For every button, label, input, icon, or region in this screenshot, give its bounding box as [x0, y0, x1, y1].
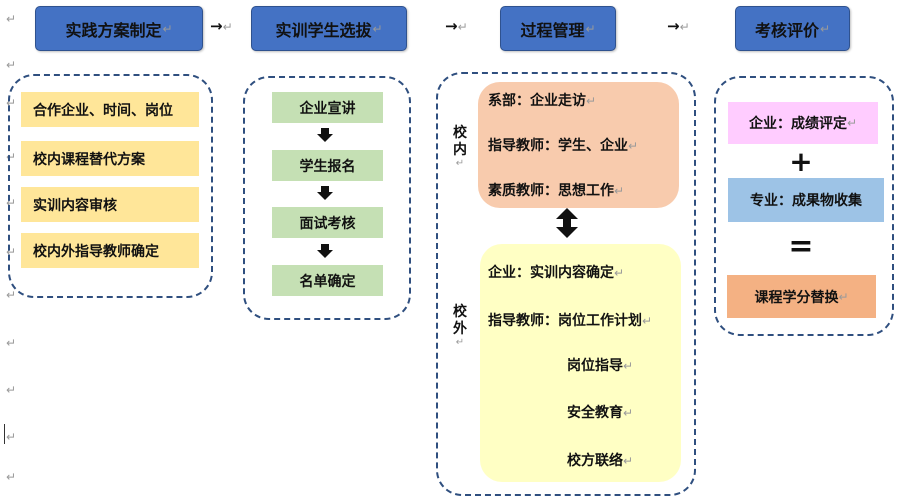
- bidirectional-arrow-icon: [556, 208, 578, 238]
- inside-item: 系部：企业走访↵: [488, 93, 597, 109]
- inside-item: 指导教师：学生、企业↵: [488, 138, 639, 154]
- selection-step: 学生报名: [272, 150, 383, 181]
- plan-item: 校内外指导教师确定: [21, 233, 199, 268]
- inside-panel: [478, 82, 679, 208]
- outside-item: 企业：实训内容确定↵: [488, 265, 625, 281]
- plan-item: 实训内容审核: [21, 187, 199, 222]
- return-mark: ↵: [6, 470, 17, 484]
- eval-major-collection: 专业：成果物收集: [728, 178, 884, 222]
- return-mark: ↵: [6, 12, 17, 26]
- return-mark: ↵: [6, 150, 17, 164]
- selection-group: [243, 76, 411, 320]
- stage-plan-header: 实践方案制定↵: [35, 6, 203, 51]
- return-mark: ↵: [6, 383, 17, 397]
- inside-label: 校内 ↵: [453, 125, 467, 169]
- return-mark: ↵: [6, 96, 17, 110]
- selection-step: 企业宣讲: [272, 92, 383, 123]
- plan-item: 合作企业、时间、岗位: [21, 92, 199, 127]
- outside-item: 安全教育↵: [567, 405, 634, 421]
- inside-item: 素质教师：思想工作↵: [488, 183, 625, 199]
- plan-group: [8, 74, 213, 298]
- flow-arrow: →↵: [667, 17, 690, 35]
- plan-item: 校内课程替代方案: [21, 141, 199, 176]
- stage-label: 实训学生选拔: [275, 20, 372, 40]
- outside-item: 校方联络↵: [567, 453, 634, 469]
- return-mark: ↵: [6, 196, 17, 210]
- return-mark: ↵: [6, 430, 17, 444]
- selection-step: 面试考核: [272, 207, 383, 238]
- stage-label: 实践方案制定: [65, 20, 162, 40]
- stage-label: 过程管理: [520, 20, 585, 40]
- outside-panel: [480, 244, 681, 482]
- flow-arrow: →↵: [445, 17, 468, 35]
- outside-label: 校外 ↵: [453, 304, 467, 348]
- text-cursor: [4, 424, 5, 444]
- stage-selection-header: 实训学生选拔↵: [251, 6, 407, 51]
- return-mark: ↵: [6, 288, 17, 302]
- evaluation-group: [714, 76, 894, 336]
- process-group: [436, 72, 696, 496]
- outside-item: 岗位指导↵: [567, 358, 634, 374]
- stage-evaluation-header: 考核评价↵: [735, 6, 850, 51]
- flow-arrow: →↵: [210, 17, 233, 35]
- outside-item: 指导教师：岗位工作计划↵: [488, 313, 653, 329]
- plus-icon: +: [789, 145, 813, 178]
- return-mark: ↵: [6, 336, 17, 350]
- selection-step: 名单确定: [272, 265, 383, 296]
- stage-label: 考核评价: [754, 20, 819, 40]
- return-mark: ↵: [6, 58, 17, 72]
- stage-process-header: 过程管理↵: [500, 6, 616, 51]
- eval-credit-replacement: 课程学分替换↵: [727, 275, 876, 318]
- eval-company-score: 企业：成绩评定↵: [728, 102, 878, 144]
- equals-icon: =: [788, 229, 814, 264]
- return-mark: ↵: [6, 245, 17, 259]
